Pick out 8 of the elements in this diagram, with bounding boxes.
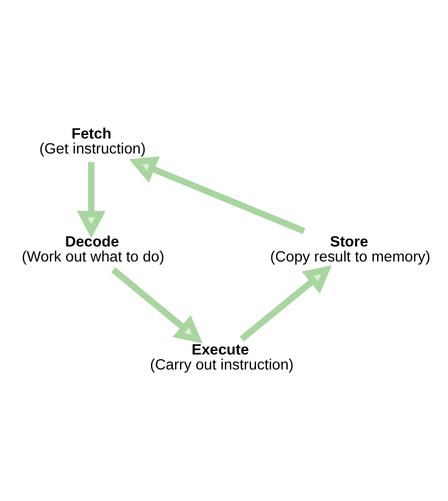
node-text: Fetch (Get instruction) xyxy=(38,126,146,158)
arrow xyxy=(128,156,305,234)
node-text: Decode (Work out what to do) xyxy=(21,233,164,266)
node-text: Store (Copy result to memory) xyxy=(270,233,430,266)
arrow xyxy=(239,265,332,342)
arrow xyxy=(76,162,106,238)
node-text: Execute (Carry out instruction) xyxy=(149,341,294,374)
arrow xyxy=(110,267,202,344)
